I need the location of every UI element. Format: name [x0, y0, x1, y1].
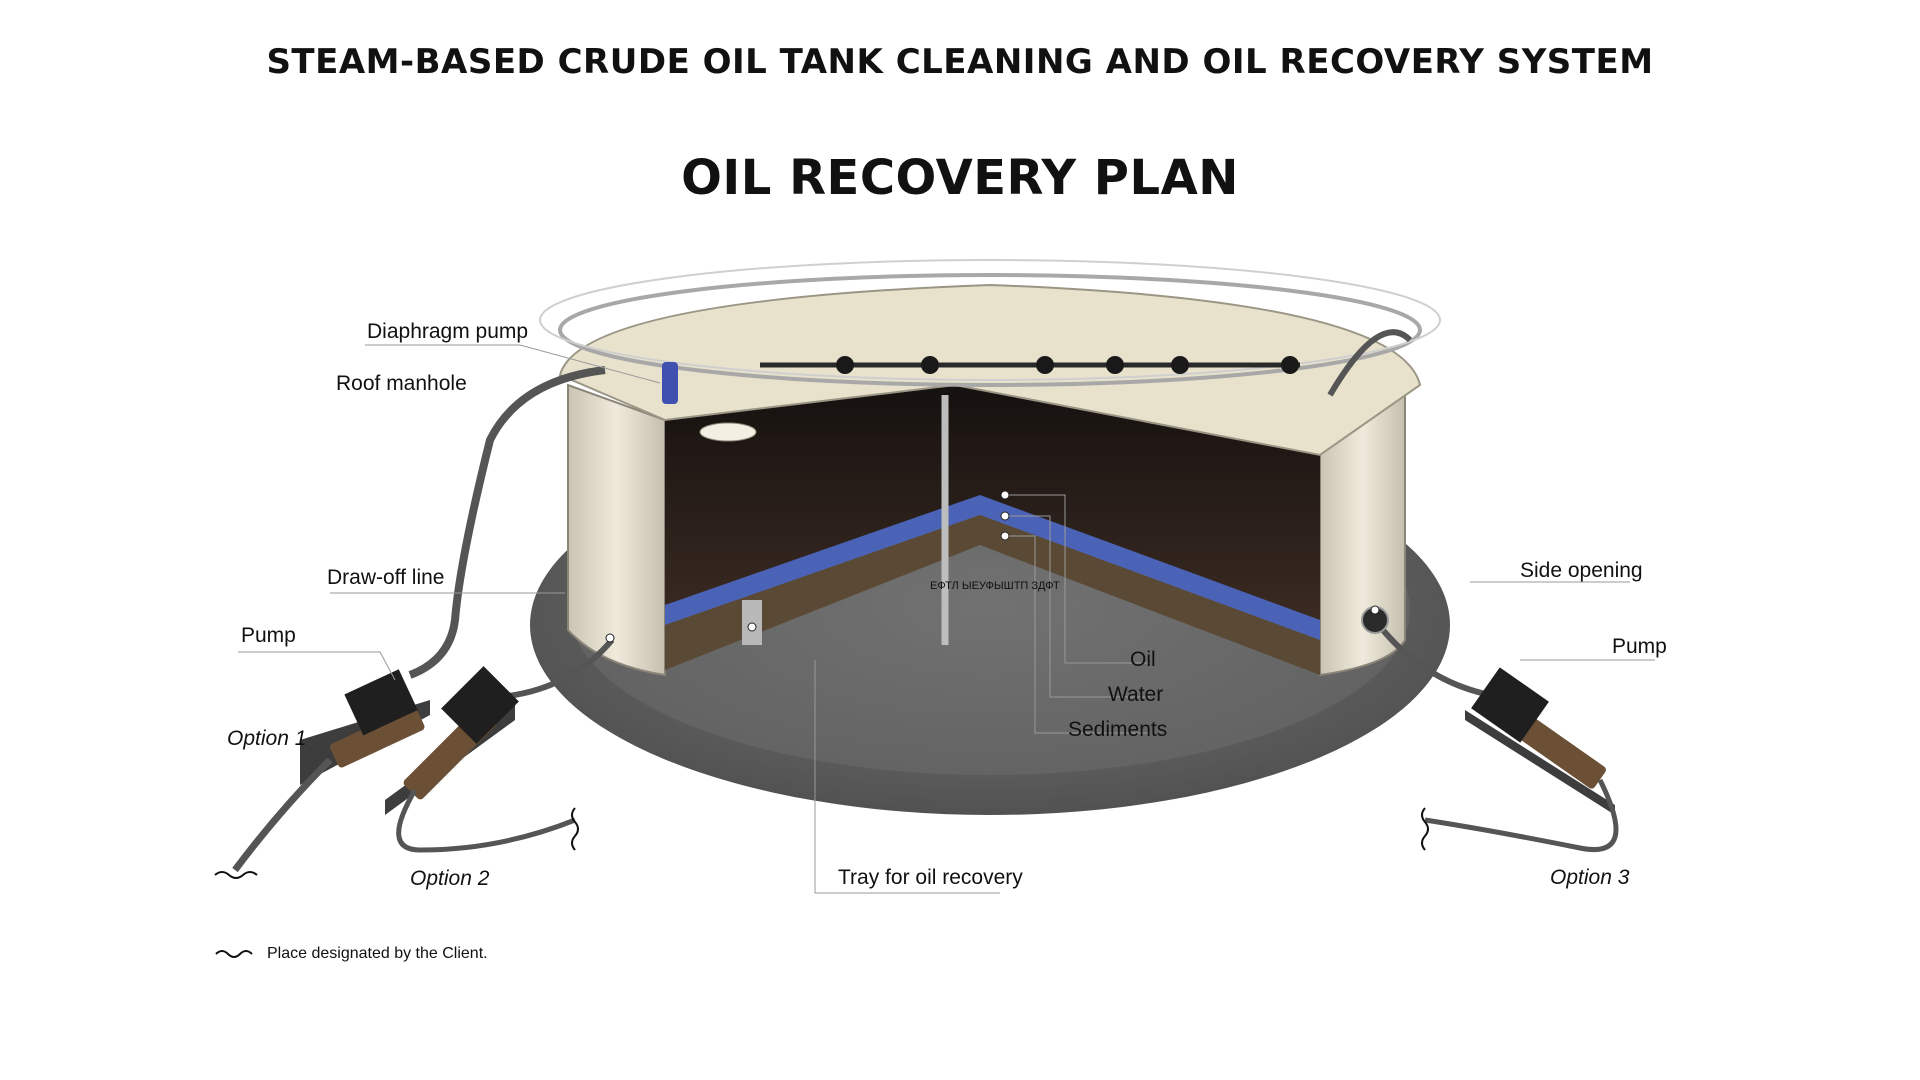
tank-wall-left — [567, 383, 666, 677]
marker-dots — [605, 490, 1380, 643]
wave-icon-option3 — [1421, 807, 1429, 851]
label-water: Water — [1108, 683, 1164, 706]
sediments-layer — [665, 515, 1320, 675]
roof-manhole — [699, 422, 757, 442]
label-roof-manhole: Roof manhole — [336, 372, 467, 395]
pump-option2 — [385, 666, 576, 853]
pump-option1 — [232, 669, 430, 873]
legend: Place designated by the Client. — [215, 945, 488, 963]
roof-valves — [836, 356, 1299, 374]
label-oil: Oil — [1130, 648, 1156, 671]
label-sediments: Sediments — [1068, 718, 1168, 741]
label-option3: Option 3 — [1550, 866, 1630, 889]
label-option2: Option 2 — [410, 867, 490, 890]
wave-icon — [215, 950, 253, 958]
label-option1: Option 1 — [227, 727, 307, 750]
diaphragm-pump — [662, 362, 678, 404]
tank-roof — [558, 283, 1422, 457]
page-title: STEAM-BASED CRUDE OIL TANK CLEANING AND … — [266, 42, 1654, 82]
label-pump-left: Pump — [241, 624, 296, 647]
pump-option3 — [1424, 667, 1619, 852]
hose-option1 — [408, 366, 606, 679]
diagram-subtitle: OIL RECOVERY PLAN — [681, 150, 1239, 206]
label-diaphragm-pump: Diaphragm pump — [367, 320, 529, 343]
roof-railing — [539, 259, 1441, 381]
label-side-opening: Side opening — [1520, 559, 1643, 582]
leader-lines — [238, 344, 1655, 894]
roof-rim — [558, 273, 1422, 387]
hose-option2 — [499, 638, 615, 700]
wave-icon-option2 — [571, 807, 579, 851]
hose-option3 — [1372, 618, 1491, 698]
hose-roof-right — [1327, 329, 1413, 397]
water-layer — [665, 495, 1320, 640]
label-pump-right: Pump — [1612, 635, 1667, 658]
label-center-text: ЕФТЛ ЫЕУФЫШТП ЗДФТ — [930, 580, 1060, 592]
label-draw-off-line: Draw-off line — [327, 566, 445, 589]
legend-text: Place designated by the Client. — [267, 945, 488, 962]
wave-icon-option1 — [214, 871, 258, 879]
tank-wall-right — [1319, 388, 1406, 677]
label-tray: Tray for oil recovery — [838, 866, 1023, 889]
